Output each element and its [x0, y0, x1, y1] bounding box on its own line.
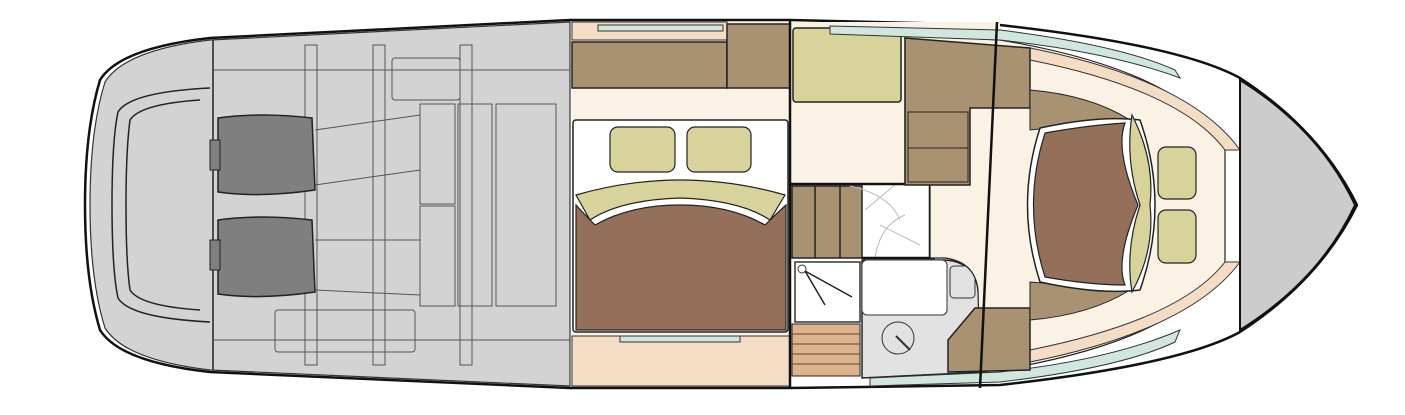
head-cabinet: [949, 265, 976, 299]
shower-head-icon: [797, 264, 807, 274]
aft-cabin-wardrobe: [571, 41, 728, 89]
toilet-icon: [881, 321, 915, 355]
aft-bed-pillow-2: [686, 126, 752, 173]
forward-window-top: [829, 25, 1182, 79]
aft-cabin-bottom-shelf: [571, 335, 791, 387]
engine-room-frames: [213, 44, 570, 366]
v-berth-pillow-1: [1157, 146, 1197, 200]
aft-bed-pillow-1: [609, 126, 676, 173]
toilet-lever: [895, 335, 911, 351]
engine-starboard: [209, 216, 316, 298]
swim-platform-inner: [125, 99, 201, 311]
stairs-treads: [814, 186, 841, 258]
galley-counter: [792, 27, 902, 103]
bulkhead-walls: [788, 20, 935, 388]
aft-cabin-window: [597, 24, 724, 32]
drawers-1: [907, 111, 969, 149]
aft-cabin-bottom-window: [619, 335, 741, 343]
head-vanity: [861, 259, 948, 316]
aft-cabin-locker: [726, 23, 791, 89]
forward-locker-bottom: [947, 307, 1031, 373]
shower-lines: [804, 270, 853, 306]
aft-bed-headboard: [575, 179, 786, 221]
forward-window-bottom: [869, 329, 1181, 387]
aft-bed-mattress: [575, 203, 787, 331]
door-swing-1: [849, 184, 921, 259]
swim-platform-outline: [111, 87, 211, 323]
bow-deck: [1239, 78, 1357, 332]
bathing-platform-steps: [791, 323, 861, 377]
v-berth-headboard: [1129, 113, 1152, 294]
v-berth-pillow-2: [1157, 209, 1197, 264]
forward-bulkhead: [978, 21, 999, 389]
v-berth-mattress: [1032, 122, 1139, 286]
drawers-2: [907, 147, 969, 183]
engine-port: [209, 114, 316, 196]
engine-room: [89, 21, 571, 387]
stairs: [791, 185, 863, 259]
